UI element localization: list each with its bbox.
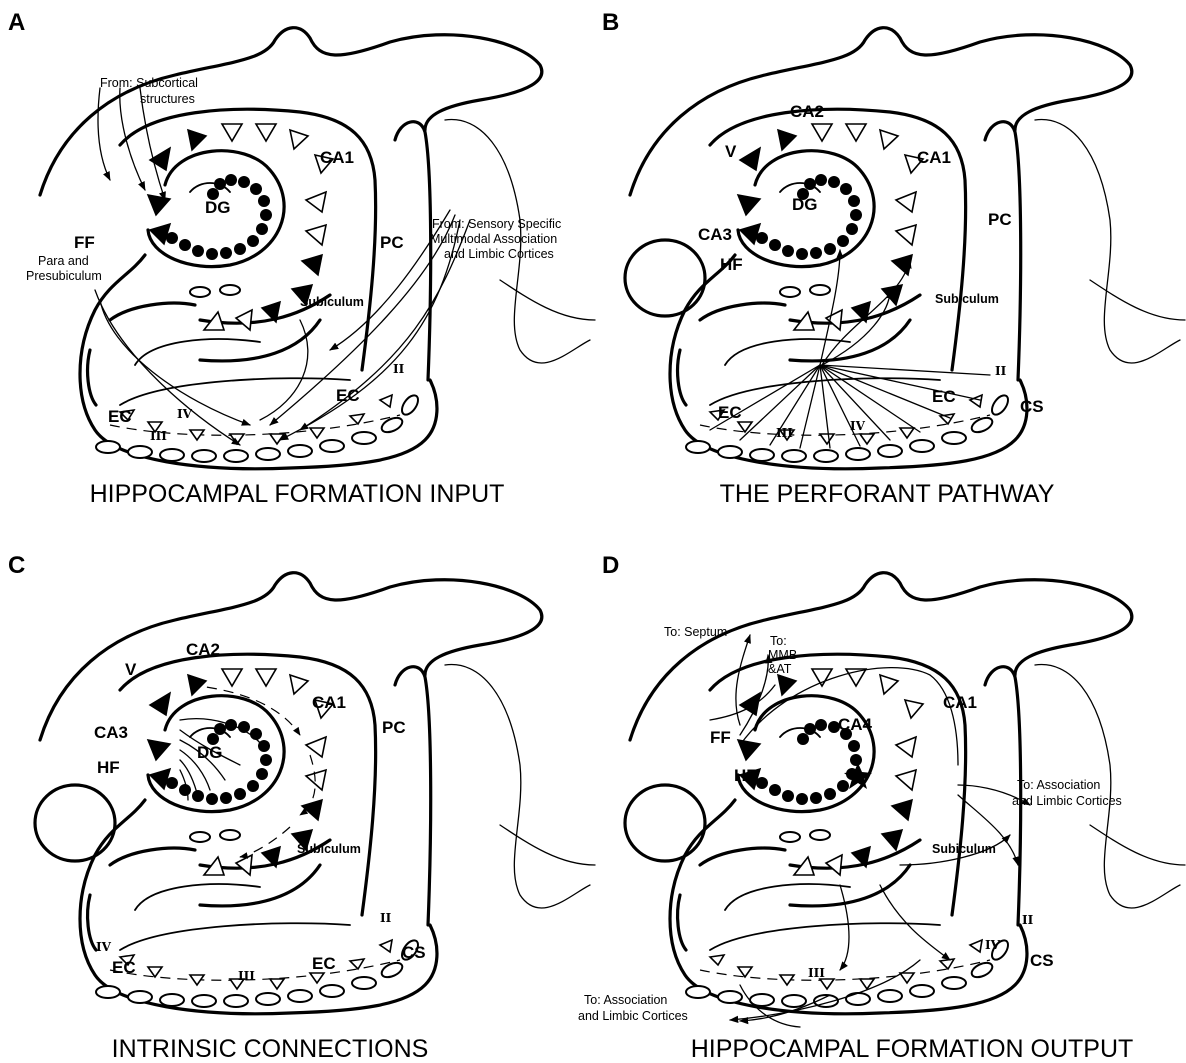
note-mmb-1: To: bbox=[770, 634, 787, 648]
label-layer-4: IV bbox=[177, 407, 193, 421]
panel-letter: B bbox=[602, 9, 619, 36]
label-layer-3: III bbox=[150, 429, 167, 443]
panel-a: A CA1 DG FF PC EC EC Subiculum II III IV bbox=[8, 9, 595, 508]
label-ca1: CA1 bbox=[943, 693, 977, 712]
label-ca3: CA3 bbox=[94, 723, 128, 742]
label-layer-4: IV bbox=[985, 938, 1001, 952]
label-ca1: CA1 bbox=[917, 148, 951, 167]
note-mmb-3: &AT bbox=[768, 662, 792, 676]
label-cs: CS bbox=[1030, 951, 1054, 970]
label-ca1: CA1 bbox=[312, 693, 346, 712]
panel-caption: INTRINSIC CONNECTIONS bbox=[112, 1035, 429, 1063]
note-subcortical-2: structures bbox=[140, 92, 195, 106]
label-hf: HF bbox=[720, 255, 743, 274]
label-layer-4: IV bbox=[850, 419, 866, 433]
label-dg: DG bbox=[792, 195, 818, 214]
label-dg: DG bbox=[197, 743, 223, 762]
label-pc: PC bbox=[988, 210, 1012, 229]
note-para-1: Para and bbox=[38, 254, 89, 268]
label-v: V bbox=[125, 660, 137, 679]
label-ec-left: EC bbox=[718, 403, 742, 422]
label-ff: FF bbox=[74, 233, 95, 252]
panel-caption: HIPPOCAMPAL FORMATION OUTPUT bbox=[691, 1035, 1134, 1063]
label-pc: PC bbox=[382, 718, 406, 737]
label-ca2: CA2 bbox=[186, 640, 220, 659]
label-ca4: CA4 bbox=[838, 715, 873, 734]
panel-letter: A bbox=[8, 9, 25, 36]
label-subiculum: Subiculum bbox=[935, 292, 999, 306]
label-ec-left: EC bbox=[112, 958, 136, 977]
label-dg: DG bbox=[205, 198, 231, 217]
label-layer-3: III bbox=[776, 426, 793, 440]
label-v: V bbox=[725, 142, 737, 161]
note-para-2: Presubiculum bbox=[26, 269, 102, 283]
panel-letter: D bbox=[602, 552, 619, 579]
note-septum: To: Septum bbox=[664, 625, 727, 639]
label-layer-2: II bbox=[393, 362, 405, 376]
panel-c: C CA2 CA1 CA3 DG V HF PC bbox=[8, 552, 595, 1063]
label-subiculum: Subiculum bbox=[932, 842, 996, 856]
note-sensory-3: and Limbic Cortices bbox=[444, 247, 554, 261]
label-ec-right: EC bbox=[336, 386, 360, 405]
label-subiculum: Subiculum bbox=[300, 295, 364, 309]
label-cs: CS bbox=[402, 943, 426, 962]
label-hf: HF bbox=[734, 766, 757, 785]
label-ec-right: EC bbox=[932, 387, 956, 406]
label-layer-3: III bbox=[238, 969, 255, 983]
note-assoc-right-1: To: Association bbox=[1017, 778, 1100, 792]
label-layer-2: II bbox=[1022, 913, 1034, 927]
note-mmb-2: MMB bbox=[768, 648, 797, 662]
label-ec-left: EC bbox=[108, 407, 132, 426]
label-ca1: CA1 bbox=[320, 148, 354, 167]
note-subcortical-1: From: Subcortical bbox=[100, 76, 198, 90]
panel-letter: C bbox=[8, 552, 25, 579]
note-assoc-right-2: and Limbic Cortices bbox=[1012, 794, 1122, 808]
note-sensory-2: Multimodal Association bbox=[430, 232, 557, 246]
label-layer-2: II bbox=[995, 364, 1007, 378]
label-layer-4: IV bbox=[96, 940, 112, 954]
panel-caption: THE PERFORANT PATHWAY bbox=[720, 480, 1055, 508]
panel-d: D CA1 bbox=[578, 552, 1185, 1063]
label-layer-3: III bbox=[808, 966, 825, 980]
label-ca2: CA2 bbox=[790, 102, 824, 121]
note-assoc-left-2: and Limbic Cortices bbox=[578, 1009, 688, 1023]
label-ec-right: EC bbox=[312, 954, 336, 973]
label-layer-2: II bbox=[380, 911, 392, 925]
panel-b: B bbox=[602, 9, 1185, 508]
label-ff: FF bbox=[710, 728, 731, 747]
label-subiculum: Subiculum bbox=[297, 842, 361, 856]
note-sensory-1: From: Sensory Specific bbox=[432, 217, 561, 231]
label-cs: CS bbox=[1020, 397, 1044, 416]
panel-caption: HIPPOCAMPAL FORMATION INPUT bbox=[90, 480, 505, 508]
note-assoc-left-1: To: Association bbox=[584, 993, 667, 1007]
label-pc: PC bbox=[380, 233, 404, 252]
label-ca3: CA3 bbox=[698, 225, 732, 244]
label-hf: HF bbox=[97, 758, 120, 777]
